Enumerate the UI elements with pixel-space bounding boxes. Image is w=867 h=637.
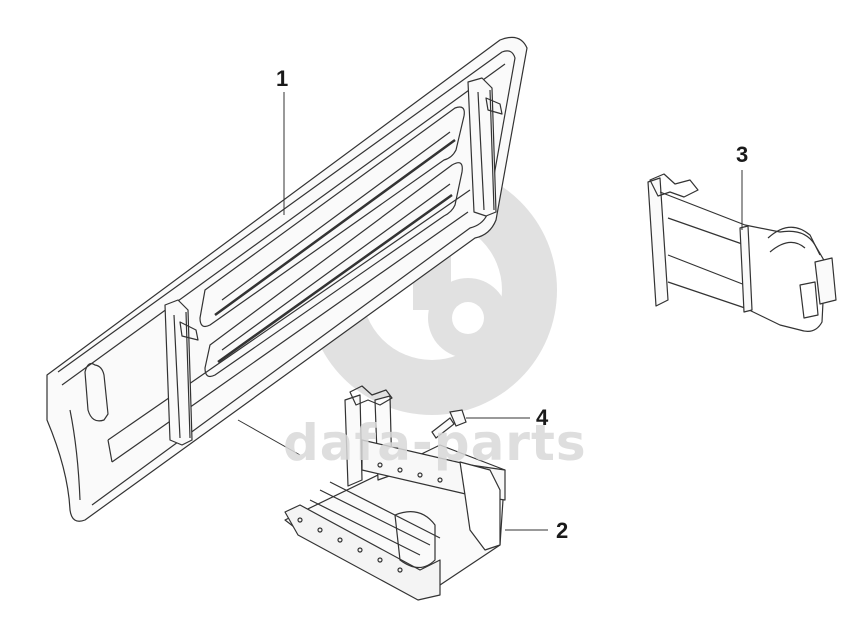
part-4-bolt (431, 409, 530, 439)
part-3-side-bracket (647, 170, 837, 332)
callout-1: 1 (276, 66, 289, 91)
callout-4: 4 (536, 405, 549, 430)
part-1-tailgate (46, 36, 528, 522)
callout-3: 3 (736, 142, 749, 167)
part-2-hinge-frame (284, 385, 548, 601)
watermark-text: dafa-parts (283, 414, 587, 472)
callout-2: 2 (556, 518, 569, 543)
